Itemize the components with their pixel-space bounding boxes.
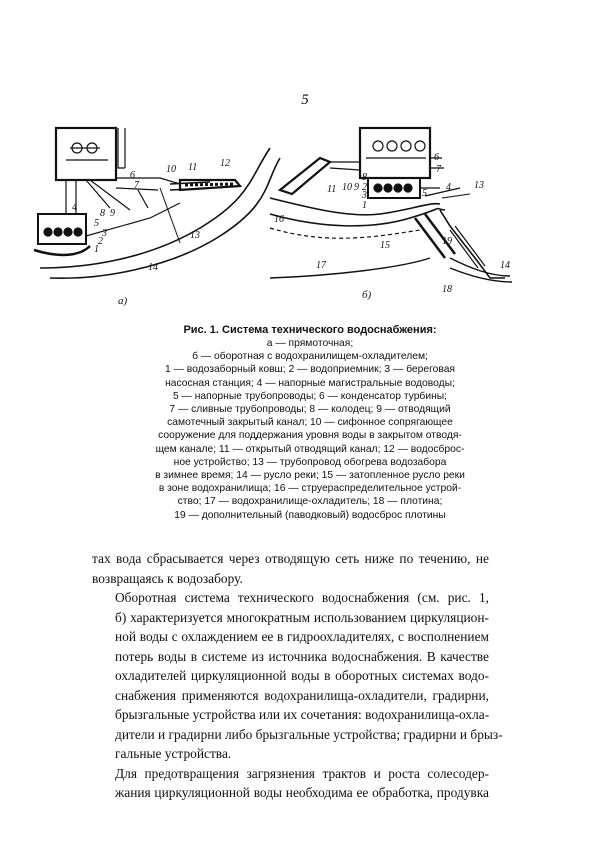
caption-line: в зоне водохранилища; 16 — струераспреде… xyxy=(158,483,462,495)
text-line: гальные устройства. xyxy=(115,746,232,761)
paragraph-water-treatment: Для предотвращения загрязнения трактов и… xyxy=(92,764,489,803)
svg-text:18: 18 xyxy=(442,284,452,295)
text-line: ной воды с охлаждением ее в гидроохладит… xyxy=(115,629,489,644)
svg-text:7: 7 xyxy=(436,164,442,175)
svg-text:10: 10 xyxy=(342,182,352,193)
svg-text:11: 11 xyxy=(327,184,336,195)
sublabel-a: а) xyxy=(118,295,128,307)
svg-text:10: 10 xyxy=(166,164,176,175)
text-line: дители и градирни либо брызгальные устро… xyxy=(115,726,503,742)
text-line: жания циркуляционной воды необходима ее … xyxy=(115,785,489,800)
svg-text:17: 17 xyxy=(316,260,327,271)
outlet-channel-a xyxy=(178,178,243,192)
svg-text:13: 13 xyxy=(474,180,484,191)
river-a xyxy=(39,147,271,269)
svg-text:14: 14 xyxy=(148,262,158,273)
text-line: охладителей циркуляционной воды в оборот… xyxy=(115,668,489,683)
svg-text:8: 8 xyxy=(362,172,367,183)
svg-text:16: 16 xyxy=(274,214,284,225)
text-line: Для предотвращения загрязнения трактов и… xyxy=(115,765,489,781)
svg-text:5: 5 xyxy=(94,218,99,229)
caption-line: в зимнее время; 14 — русло реки; 15 — за… xyxy=(155,470,465,482)
sublabel-b: б) xyxy=(362,289,372,301)
svg-text:8: 8 xyxy=(100,208,105,219)
text-line: Оборотная система технического водоснабж… xyxy=(115,590,489,605)
caption-line: самотечный закрытый канал; 10 — сифонное… xyxy=(167,417,453,429)
caption-line: ство; 17 — водохранилище-охладитель; 18 … xyxy=(177,496,443,508)
turbine-hall-b xyxy=(358,126,432,180)
svg-text:9: 9 xyxy=(110,208,115,219)
pump-station-a xyxy=(37,213,87,245)
svg-text:13: 13 xyxy=(190,230,200,241)
caption-line: 7 — сливные трубопроводы; 8 — колодец; 9… xyxy=(169,404,451,416)
svg-text:3: 3 xyxy=(101,228,107,239)
svg-text:2: 2 xyxy=(362,182,367,193)
turbine-hall-a xyxy=(54,126,118,182)
diagram-a-labels: 4 8 9 5 3 2 1 6 7 10 11 12 13 14 а) xyxy=(72,158,230,307)
page-number: 5 xyxy=(301,92,309,108)
svg-text:3: 3 xyxy=(361,190,367,201)
caption-title: Рис. 1. Система технического водоснабжен… xyxy=(183,324,437,336)
svg-text:19: 19 xyxy=(442,236,452,247)
svg-text:6: 6 xyxy=(434,152,439,163)
caption-line: ное устройство; 13 — трубопровод обогрев… xyxy=(173,456,447,468)
svg-text:5: 5 xyxy=(422,188,427,199)
svg-text:15: 15 xyxy=(380,240,390,251)
caption-line: щем канале; 11 — открытый отводящий кана… xyxy=(155,443,465,455)
text-line: возвращаясь к водозабору. xyxy=(92,570,243,586)
diagram-b-labels: 11 10 9 8 2 3 1 5 6 7 4 13 16 15 17 19 1… xyxy=(274,152,510,301)
svg-text:11: 11 xyxy=(188,162,197,173)
caption-line: 1 — водозаборный ковш; 2 — водоприемник;… xyxy=(165,364,455,376)
svg-text:2: 2 xyxy=(98,236,103,247)
caption-line: насосная станция; 4 — напорные магистрал… xyxy=(165,377,455,389)
river-b xyxy=(449,257,511,277)
text-line: потерь воды в системе из источника водос… xyxy=(115,648,489,664)
svg-text:1: 1 xyxy=(362,200,367,211)
svg-text:6: 6 xyxy=(130,170,135,181)
text-line: брызгальные устройства или их сочетания:… xyxy=(115,707,490,722)
caption-line: б — оборотная с водохранилищем-охладител… xyxy=(192,351,428,363)
svg-text:7: 7 xyxy=(134,180,140,191)
figure-drawing: 4 8 9 5 3 2 1 6 7 10 11 12 13 14 а) xyxy=(33,126,513,307)
text-line: тах вода сбрасывается через отводящую се… xyxy=(92,551,489,566)
dam-b xyxy=(414,213,456,259)
figure-caption: Рис. 1. Система технического водоснабжен… xyxy=(60,323,560,522)
svg-text:4: 4 xyxy=(446,182,451,193)
figure-water-supply-system: 4 8 9 5 3 2 1 6 7 10 11 12 13 14 а) xyxy=(30,118,590,324)
paragraph-circulating-system: Оборотная система технического водоснабж… xyxy=(92,588,503,764)
caption-line: сооружение для поддержания уровня воды в… xyxy=(158,430,462,442)
text-line: снабжения применяются водохранилища-охла… xyxy=(115,687,489,703)
svg-text:14: 14 xyxy=(500,260,510,271)
svg-text:4: 4 xyxy=(72,202,77,213)
reservoir-shore-b xyxy=(269,257,431,279)
svg-text:9: 9 xyxy=(354,182,359,193)
text-line: б) характеризуется многократным использо… xyxy=(115,609,489,625)
caption-line: 5 — напорные трубопроводы; 6 — конденсат… xyxy=(172,390,448,402)
diagram-a xyxy=(33,126,281,280)
flooded-river-b xyxy=(269,227,421,239)
body-text: тах вода сбрасывается через отводящую се… xyxy=(92,549,503,803)
caption-line: 19 — дополнительный (паводковый) водосбр… xyxy=(174,509,446,521)
diagram-b xyxy=(269,126,513,283)
svg-text:12: 12 xyxy=(220,158,230,169)
paragraph-continuation: тах вода сбрасывается через отводящую се… xyxy=(92,549,489,588)
caption-line: а — прямоточная; xyxy=(266,338,354,349)
svg-text:1: 1 xyxy=(94,244,99,255)
outlet-channel-b xyxy=(277,156,333,196)
